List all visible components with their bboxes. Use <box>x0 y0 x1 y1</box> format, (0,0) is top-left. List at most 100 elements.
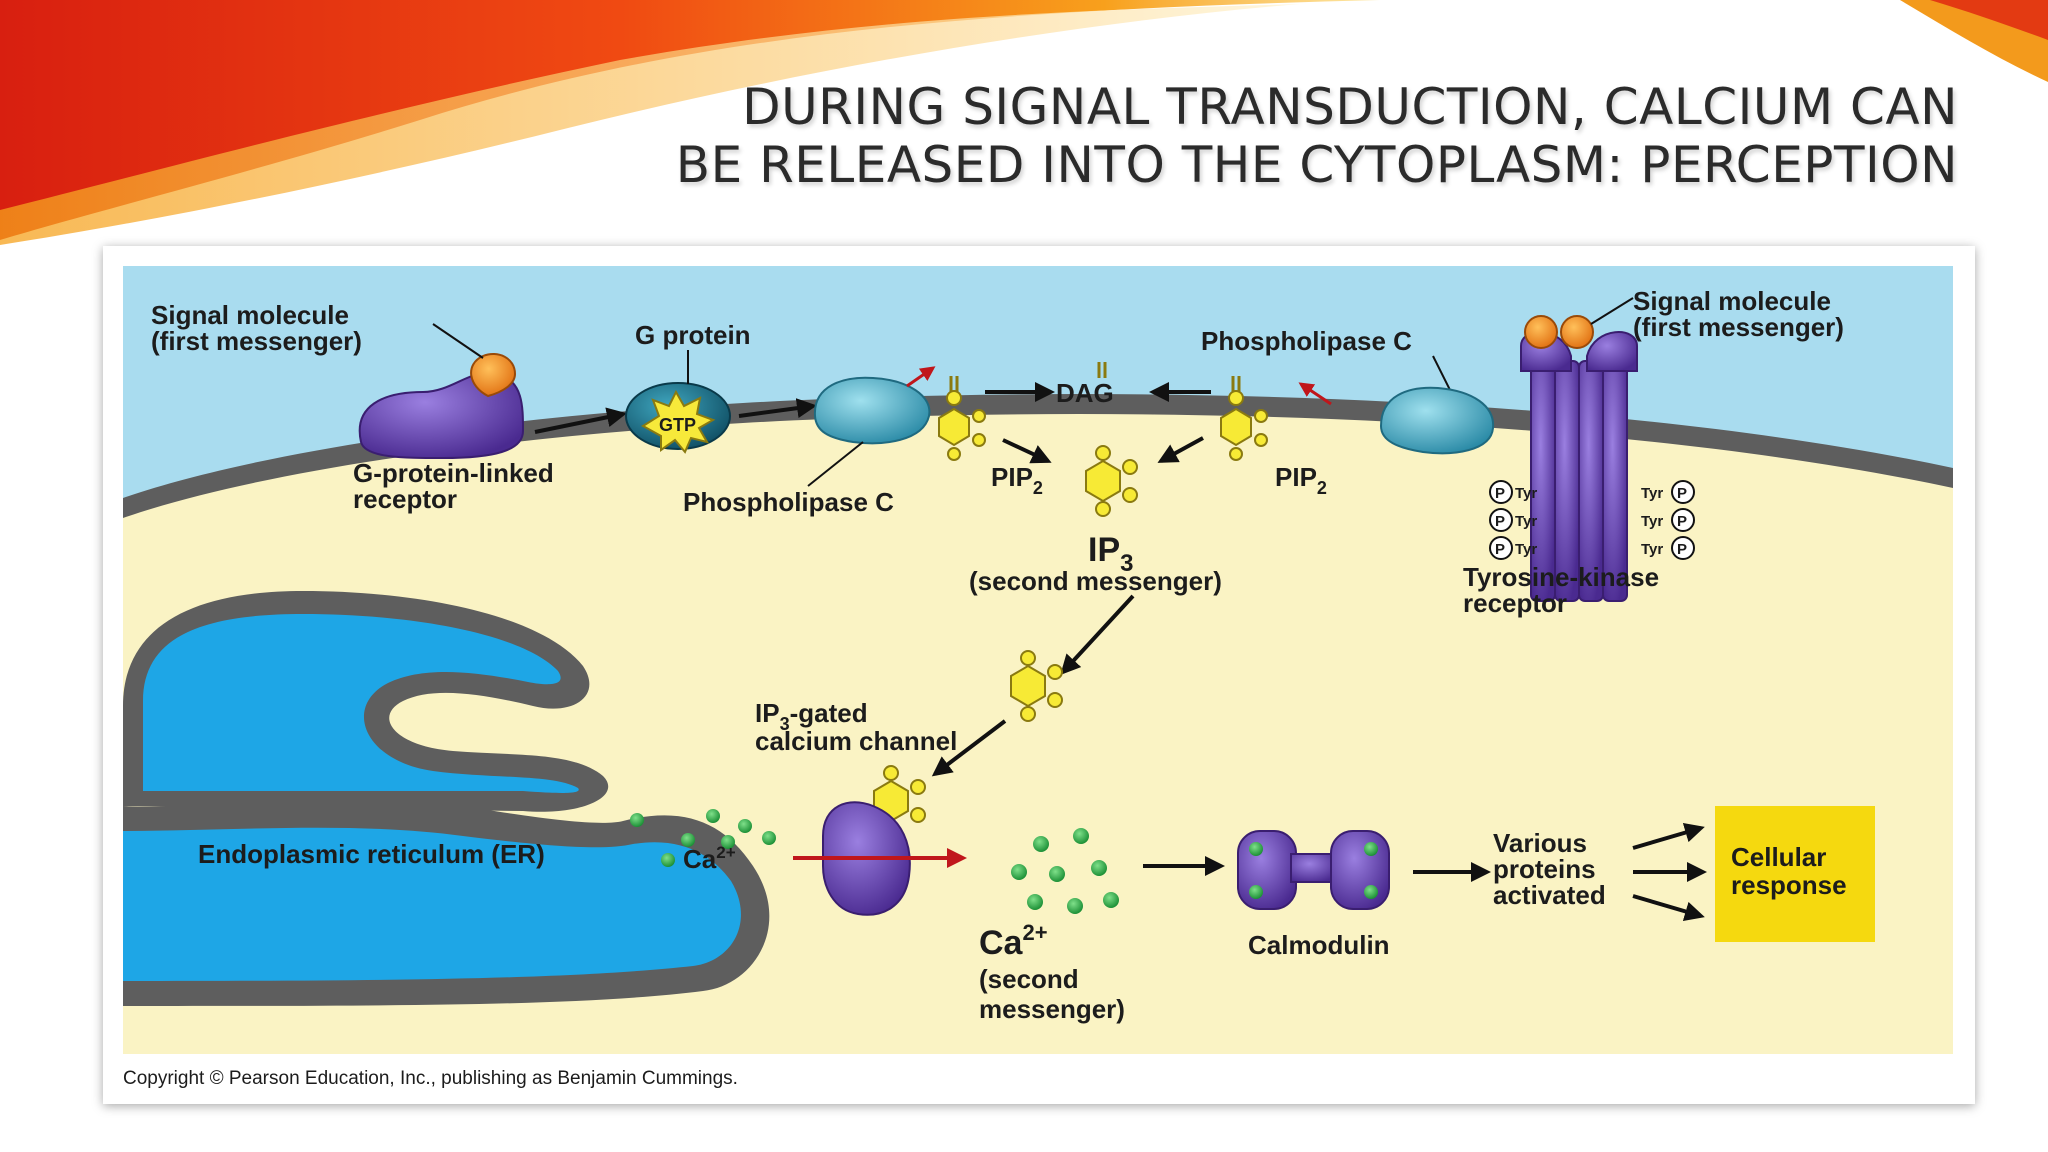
ca-second-messenger-label-1: (second <box>979 964 1079 994</box>
various-proteins-label-3: activated <box>1493 880 1606 910</box>
tyrosine-kinase-receptor-label-1: Tyrosine-kinase <box>1463 562 1659 592</box>
calcium-ion-er <box>738 819 752 833</box>
calcium-ions-er <box>630 809 776 867</box>
signal-molecule-right-leader <box>1590 297 1634 325</box>
slide-title: During signal transduction, calcium can … <box>658 78 1958 194</box>
pip2-left-label: PIP2 <box>991 462 1043 498</box>
calmodulin-calcium <box>1249 842 1263 856</box>
cellular-response-label-2: response <box>1731 870 1847 900</box>
arrow-receptor-to-gprotein <box>534 407 627 434</box>
signal-molecule-left-leader <box>432 323 484 359</box>
tyrosine-kinase-receptor-label-2: receptor <box>1463 588 1567 618</box>
swoosh-band-light <box>0 4 1300 245</box>
signal-molecule-left-label-1: Signal molecule <box>151 300 349 330</box>
plasma-membrane <box>123 394 1953 518</box>
ca-second-messenger-label-2: messenger) <box>979 994 1125 1024</box>
calmodulin-calcium <box>1364 842 1378 856</box>
phosphate-label: P <box>1677 541 1687 558</box>
gtp-label: GTP <box>659 415 696 435</box>
ip3-gated-channel-label-2: calcium channel <box>755 726 957 756</box>
slide-title-line-1: During signal transduction, calcium can <box>742 78 1958 136</box>
calcium-ions-cytoplasm <box>1011 828 1119 914</box>
calmodulin-shape <box>1237 830 1390 910</box>
phospholipase-c-right-label: Phospholipase C <box>1201 326 1412 356</box>
calcium-ion-er <box>630 813 644 827</box>
arrow-to-response-down <box>1632 894 1705 922</box>
calcium-ion-cytoplasm <box>1033 836 1049 852</box>
tyrosine-label: Tyr <box>1515 513 1537 530</box>
tyrosine-label: Tyr <box>1641 485 1663 502</box>
slide-title-line-2: be released into the cytoplasm: percepti… <box>675 136 1958 194</box>
swoosh-band-main <box>0 0 1380 240</box>
calcium-ion-er <box>681 833 695 847</box>
calcium-ion-er <box>706 809 720 823</box>
arrow-pip2-left-to-ip3 <box>1002 438 1052 464</box>
phosphate-circle <box>1671 536 1695 560</box>
calcium-ion-er <box>661 853 675 867</box>
arrow-pip2-right-to-ip3 <box>1157 436 1204 463</box>
endoplasmic-reticulum-label: Endoplasmic reticulum (ER) <box>198 839 545 869</box>
calcium-ion-cytoplasm <box>1103 892 1119 908</box>
calmodulin-lobe-left <box>1237 830 1297 910</box>
calcium-ion-cytoplasm <box>1011 864 1027 880</box>
calcium-ion-cytoplasm <box>1067 898 1083 914</box>
copyright-text: Copyright © Pearson Education, Inc., pub… <box>123 1068 738 1089</box>
er-lumen <box>123 827 741 981</box>
phosphate-label: P <box>1495 513 1505 530</box>
ip3-second-messenger-label: (second messenger) <box>969 566 1222 596</box>
calmodulin-calcium <box>1249 885 1263 899</box>
er-upper-lobe-lumen <box>143 614 579 793</box>
figure-frame: Signal molecule (first messenger) G-prot… <box>103 246 1975 1104</box>
red-arrow-left <box>906 366 936 388</box>
pip2-right-label: PIP2 <box>1275 462 1327 498</box>
phospholipase-c-left-shape <box>813 376 931 445</box>
arrow-ip3-to-channel <box>931 719 1007 777</box>
signal-molecule-left-shape <box>470 353 517 398</box>
signal-molecule-right-a <box>1524 315 1558 349</box>
calcium-ion-cytoplasm <box>1027 894 1043 910</box>
g-protein-linked-receptor-label-2: receptor <box>353 484 457 514</box>
dag-label: DAG <box>1056 378 1114 408</box>
calcium-ion-cytoplasm <box>1049 866 1065 882</box>
calcium-ion-cytoplasm <box>1091 860 1107 876</box>
g-protein-linked-receptor-shape <box>358 371 525 460</box>
calmodulin-linker <box>1290 853 1338 883</box>
phosphate-label: P <box>1495 485 1505 502</box>
calmodulin-label: Calmodulin <box>1248 930 1390 960</box>
phosphate-label: P <box>1677 513 1687 530</box>
signal-molecule-right-label-2: (first messenger) <box>1633 312 1844 342</box>
swoosh-band-right-inner <box>1930 0 2048 40</box>
tyrosine-label: Tyr <box>1515 541 1537 558</box>
ca-er-label: Ca2+ <box>683 843 736 874</box>
phosphate-label: P <box>1495 541 1505 558</box>
ip3-label: IP3 <box>1088 531 1133 577</box>
calcium-ion-er <box>721 835 735 849</box>
signal-molecule-right-b <box>1560 315 1594 349</box>
signal-molecule-right-label-1: Signal molecule <box>1633 286 1831 316</box>
g-protein-linked-receptor-label-1: G-protein-linked <box>353 458 554 488</box>
phosphate-circle <box>1671 508 1695 532</box>
calmodulin-calcium <box>1364 885 1378 899</box>
ip3-gated-channel-label-1: IP3-gated <box>755 698 868 734</box>
tyrosine-label: Tyr <box>1641 513 1663 530</box>
calmodulin-lobe-right <box>1330 830 1390 910</box>
phospholipase-c-left-leader <box>807 441 864 487</box>
phospho-tyrosines: P P P P P P Tyr Tyr Tyr Tyr Tyr Tyr <box>1489 480 1695 560</box>
phosphate-circle <box>1489 536 1513 560</box>
various-proteins-label-1: Various <box>1493 828 1587 858</box>
g-protein-label: G protein <box>635 320 751 350</box>
gtp-starburst <box>641 389 716 454</box>
tyrosine-label: Tyr <box>1641 541 1663 558</box>
phosphate-label: P <box>1677 485 1687 502</box>
phosphate-circle <box>1671 480 1695 504</box>
various-proteins-label-2: proteins <box>1493 854 1596 884</box>
ca-cyto-label: Ca2+ <box>979 920 1048 962</box>
tk-receptor-top-right <box>1586 331 1638 372</box>
calcium-ion-er <box>762 831 776 845</box>
phospholipase-c-left-label: Phospholipase C <box>683 487 894 517</box>
phosphate-circle <box>1489 508 1513 532</box>
phospholipase-c-right-shape <box>1379 386 1495 455</box>
arrow-ip3-down <box>1060 594 1135 675</box>
red-arrow-right <box>1298 382 1332 406</box>
cellular-response-box <box>1715 806 1875 942</box>
